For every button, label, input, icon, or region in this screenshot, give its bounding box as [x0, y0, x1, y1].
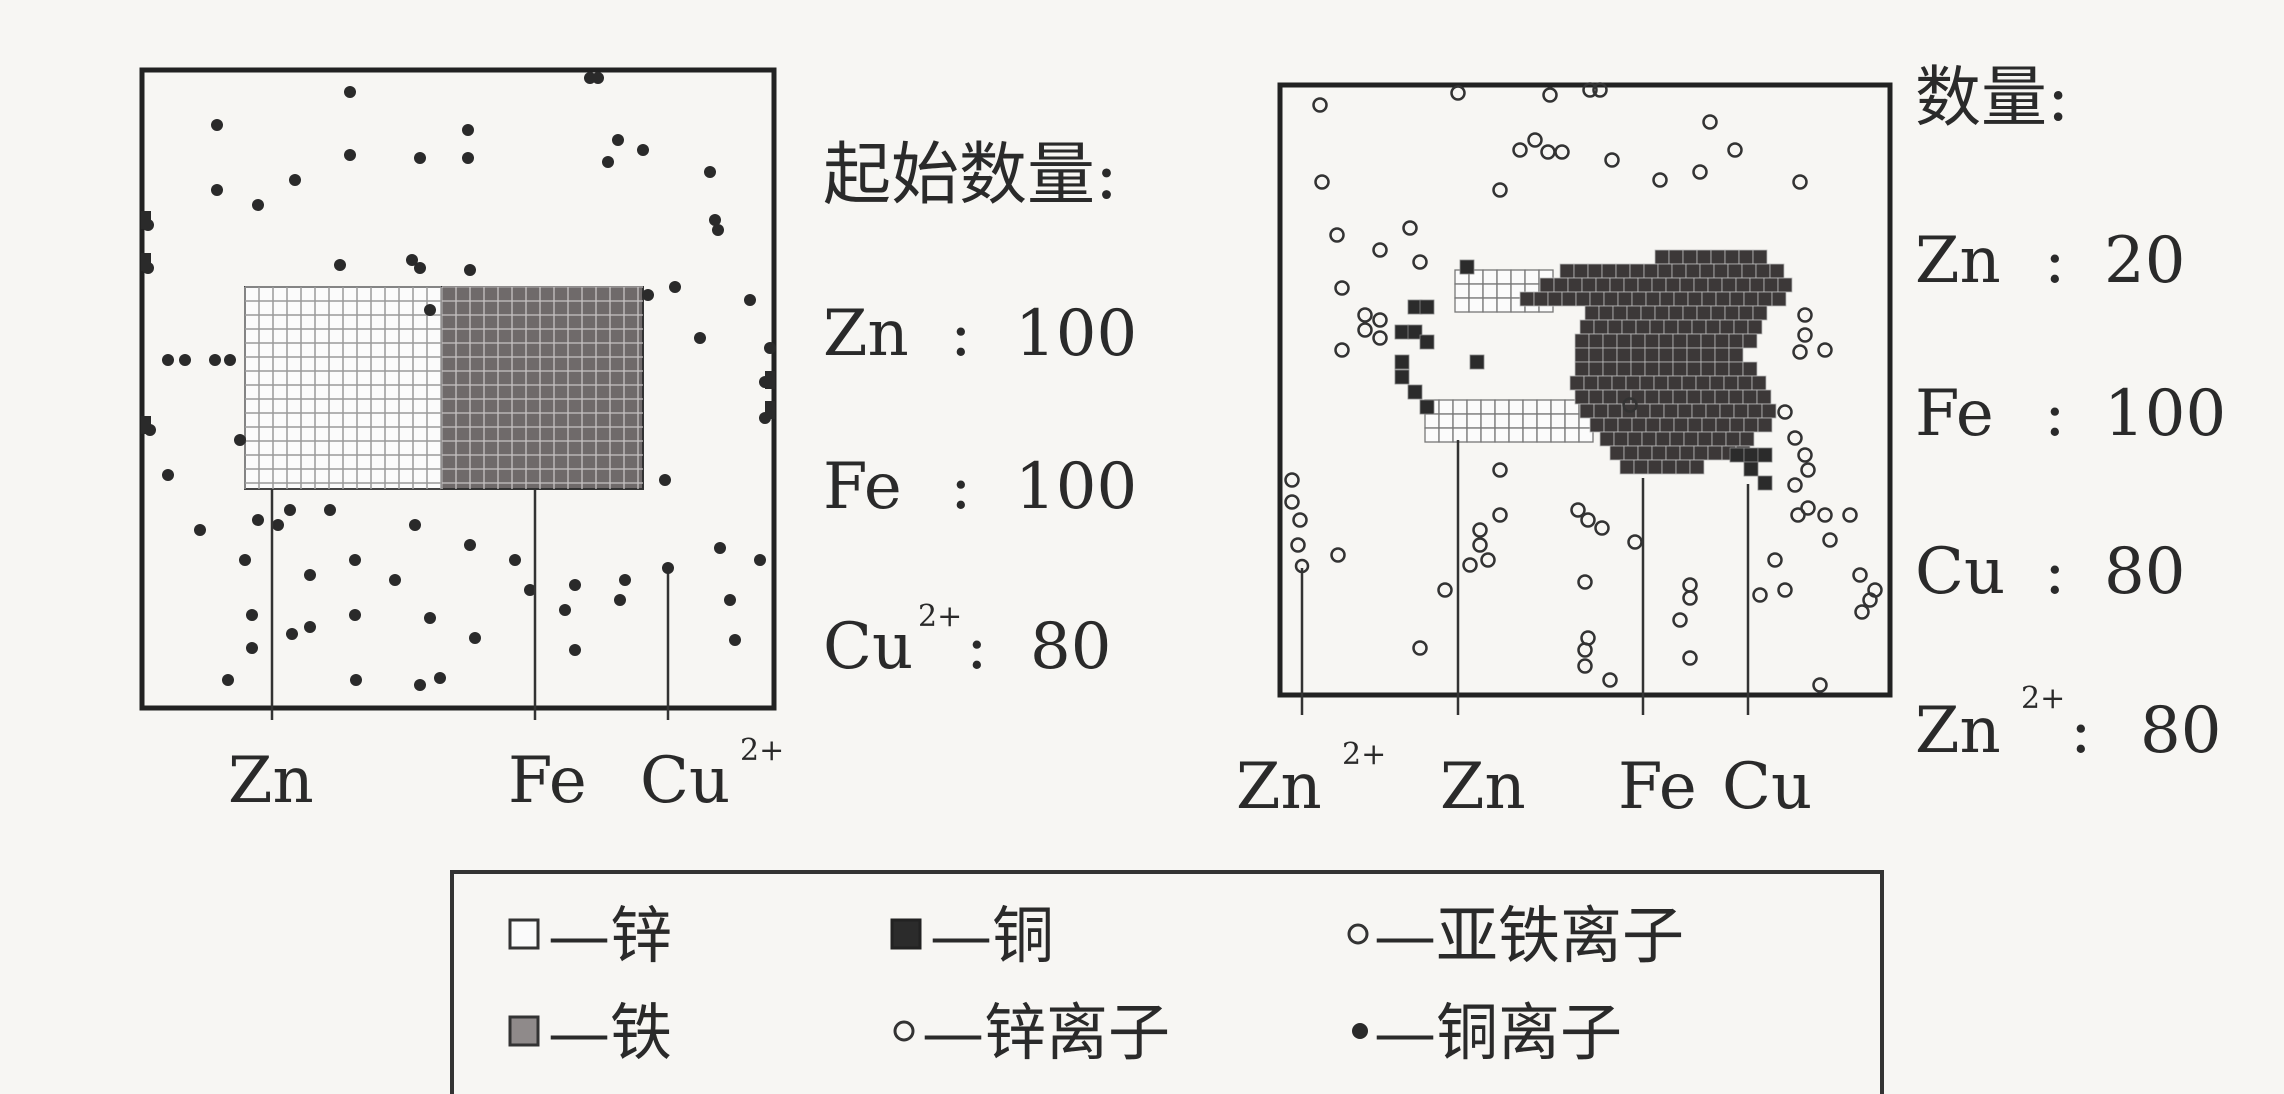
legend-label-copper-ion: —铜离子 [1374, 996, 1622, 1069]
copper-ion-dots [141, 72, 776, 691]
legend-open-circle-icon [893, 1020, 915, 1042]
left-count-cu-sup: 2+ [918, 599, 962, 634]
right-count-zn-ion-value: 80 [2140, 694, 2221, 768]
left-counts: 起始数量: Zn : 100 Fe : 100 Cu 2+ : 80 [823, 136, 1137, 684]
deposit-cluster [1394, 249, 1793, 491]
left-probe-label-zn: Zn [228, 744, 314, 818]
legend-label-copper: —铜 [930, 899, 1054, 972]
right-count-fe-value: 100 [2104, 377, 2226, 451]
legend-open-square-icon [508, 918, 540, 950]
legend-label-ferrous-ion: —亚铁离子 [1374, 899, 1684, 972]
left-count-fe-value: 100 [1015, 450, 1137, 524]
right-count-cu-value: 80 [2104, 535, 2185, 609]
iron-block [441, 286, 644, 490]
right-count-cu-colon: : [2044, 535, 2066, 609]
left-count-cu-value: 80 [1030, 610, 1111, 684]
legend-gray-square-icon [508, 1015, 540, 1047]
left-count-zn-value: 100 [1015, 297, 1137, 371]
right-count-zn-ion-colon: : [2070, 694, 2092, 768]
right-probe-label-zn-ion: Zn [1236, 750, 1322, 824]
right-count-fe-name: Fe [1915, 377, 1994, 451]
right-panel: Zn 2+ Zn Fe Cu [1236, 82, 1893, 824]
right-probe-label-cu: Cu [1722, 750, 1812, 824]
right-count-zn-name: Zn [1915, 224, 2001, 298]
left-count-fe-name: Fe [823, 450, 902, 524]
right-count-zn-value: 20 [2104, 224, 2185, 298]
legend-filled-square-icon [890, 918, 922, 950]
right-count-zn-ion-name: Zn [1915, 694, 2001, 768]
left-count-fe-colon: : [950, 450, 972, 524]
left-count-zn-name: Zn [823, 297, 909, 371]
zinc-block [244, 286, 443, 490]
legend-small-circle-icon [1347, 923, 1369, 945]
right-count-fe-colon: : [2044, 377, 2066, 451]
right-probe-label-fe: Fe [1618, 750, 1697, 824]
right-probe-label-zn-ion-sup: 2+ [1342, 737, 1386, 772]
left-count-cu-name: Cu [823, 610, 913, 684]
legend-label-iron: —铁 [548, 996, 672, 1069]
legend-filled-dot-icon [1352, 1023, 1368, 1039]
left-probe-label-cu-sup: 2+ [740, 733, 784, 768]
left-panel: Zn Fe Cu 2+ [139, 67, 784, 818]
legend-box [450, 870, 1884, 1094]
legend-label-zinc: —锌 [548, 899, 672, 972]
right-count-cu-name: Cu [1915, 535, 2005, 609]
ion-circles [1284, 82, 1883, 693]
right-count-zn-colon: : [2044, 224, 2066, 298]
legend: —锌 —铜 —亚铁离子 —铁 —锌离子 —铜离子 [450, 870, 1884, 1094]
right-probe-label-zn: Zn [1440, 750, 1526, 824]
left-probe-label-cu: Cu [640, 744, 730, 818]
right-count-zn-ion-sup: 2+ [2021, 681, 2065, 716]
left-counts-title: 起始数量: [823, 136, 1118, 215]
right-counts-title: 数量: [1915, 59, 2069, 136]
right-counts: 数量: Zn : 20 Fe : 100 Cu : 80 Zn 2+ : 80 [1915, 59, 2226, 768]
left-count-cu-colon: : [966, 610, 988, 684]
left-probe-label-fe: Fe [508, 744, 587, 818]
left-count-zn-colon: : [950, 297, 972, 371]
legend-label-zinc-ion: —锌离子 [922, 996, 1170, 1069]
